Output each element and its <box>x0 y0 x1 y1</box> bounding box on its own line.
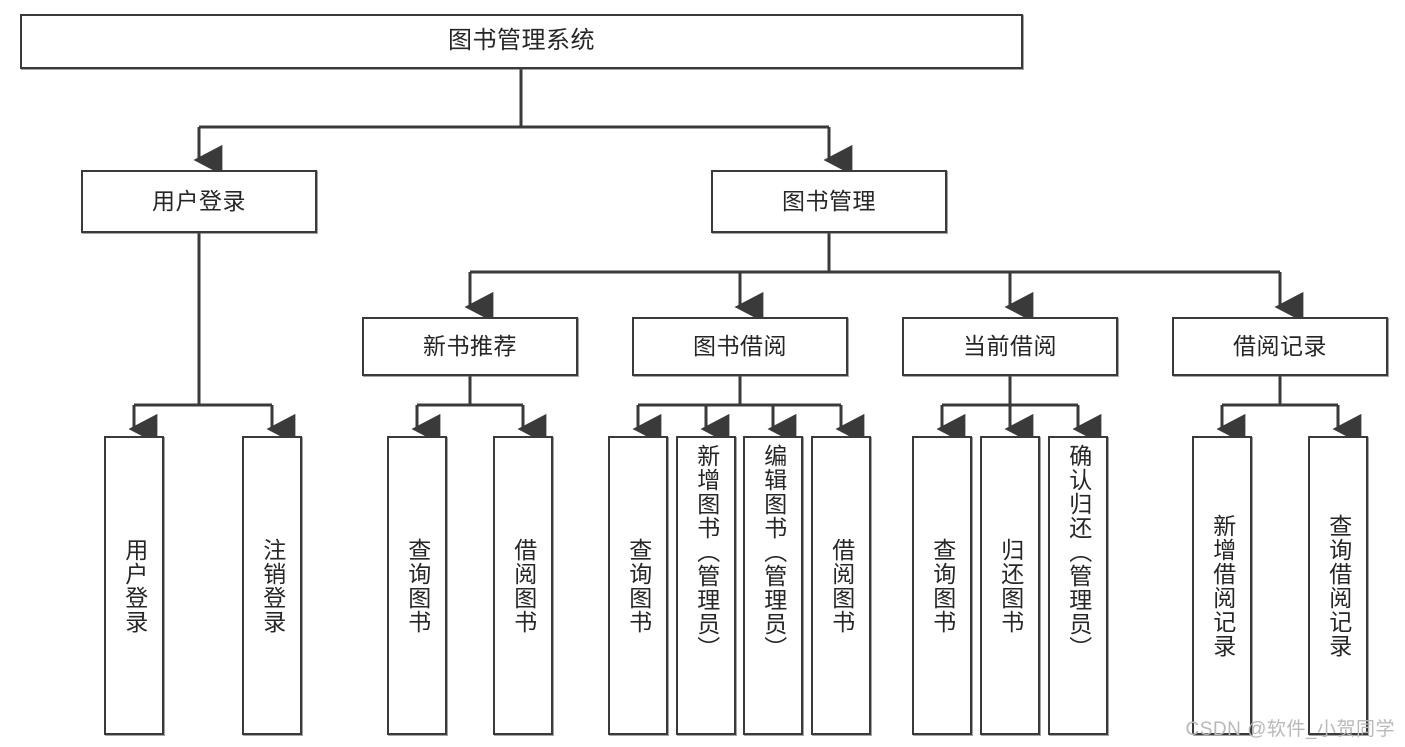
leaf-recommend-borrow-book[interactable]: 借阅图书 <box>493 436 553 735</box>
node-label: 当前借阅 <box>963 332 1057 359</box>
leaf-borrow-borrow-book[interactable]: 借阅图书 <box>811 436 871 735</box>
node-label: 查询图书 <box>929 537 956 634</box>
node-root-system[interactable]: 图书管理系统 <box>20 14 1023 69</box>
leaf-recommend-query-book[interactable]: 查询图书 <box>387 436 447 735</box>
node-label: 查询借阅记录 <box>1325 513 1352 658</box>
watermark-text: CSDN @软件_小贺同学 <box>1185 719 1395 740</box>
node-label: 用户登录 <box>121 537 148 634</box>
node-label: 图书借阅 <box>693 332 787 359</box>
node-new-book-recommend[interactable]: 新书推荐 <box>362 317 578 376</box>
node-label: 借阅图书 <box>828 537 855 634</box>
node-label: 归还图书 <box>997 537 1024 634</box>
node-label: 图书管理 <box>782 187 876 214</box>
leaf-current-query-book[interactable]: 查询图书 <box>912 436 972 735</box>
node-book-borrow[interactable]: 图书借阅 <box>632 317 848 376</box>
node-book-management[interactable]: 图书管理 <box>711 170 947 233</box>
leaf-record-query-record[interactable]: 查询借阅记录 <box>1308 436 1368 735</box>
node-label: 借阅记录 <box>1233 332 1327 359</box>
leaf-user-logout[interactable]: 注销登录 <box>242 436 302 735</box>
leaf-current-confirm-return-admin[interactable]: 确认归还（管理员） <box>1048 436 1108 735</box>
node-borrow-record[interactable]: 借阅记录 <box>1172 317 1388 376</box>
node-label: 查询图书 <box>625 537 652 634</box>
leaf-current-return-book[interactable]: 归还图书 <box>980 436 1040 735</box>
node-label: 编辑图书（管理员） <box>760 444 787 660</box>
node-label: 新书推荐 <box>423 332 517 359</box>
node-current-borrow[interactable]: 当前借阅 <box>902 317 1118 376</box>
node-label: 查询图书 <box>404 537 431 634</box>
node-label: 新增借阅记录 <box>1209 513 1236 658</box>
leaf-borrow-query-book[interactable]: 查询图书 <box>608 436 668 735</box>
node-label: 用户登录 <box>152 187 246 214</box>
node-label: 确认归还（管理员） <box>1065 444 1092 660</box>
node-label: 图书管理系统 <box>448 27 595 55</box>
leaf-borrow-add-book-admin[interactable]: 新增图书（管理员） <box>676 436 736 735</box>
node-user-login[interactable]: 用户登录 <box>81 170 317 233</box>
leaf-user-login[interactable]: 用户登录 <box>104 436 164 735</box>
leaf-record-add-record[interactable]: 新增借阅记录 <box>1192 436 1252 735</box>
node-label: 新增图书（管理员） <box>693 444 720 660</box>
leaf-borrow-edit-book-admin[interactable]: 编辑图书（管理员） <box>743 436 803 735</box>
node-label: 借阅图书 <box>510 537 537 634</box>
node-label: 注销登录 <box>259 537 286 634</box>
